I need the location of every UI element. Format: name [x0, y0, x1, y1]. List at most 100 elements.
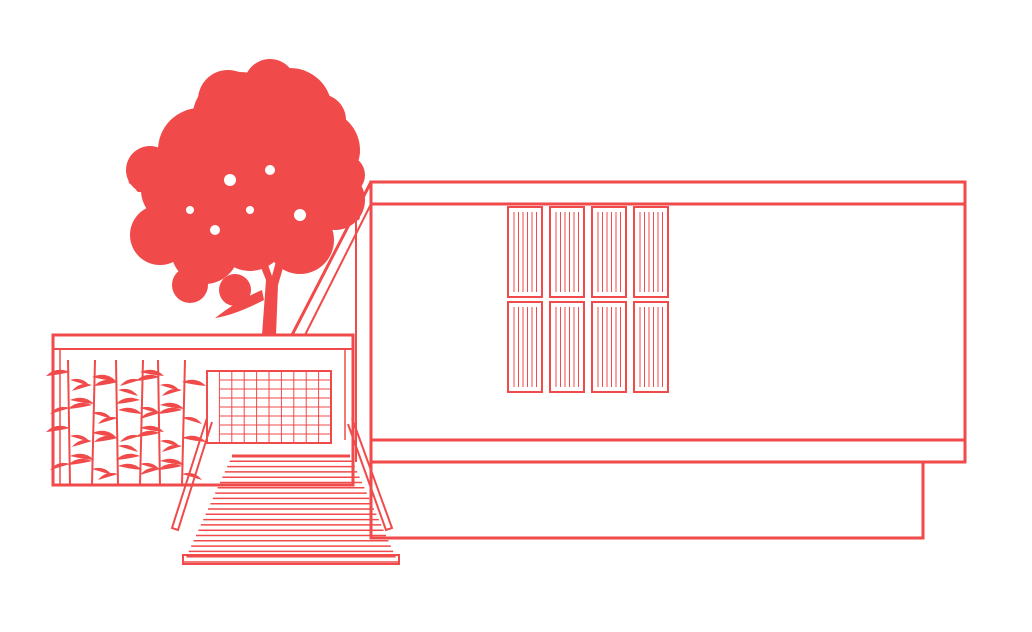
annex-volume	[51, 333, 355, 487]
bamboo-leaf	[118, 407, 142, 414]
tree-leaf-speck	[351, 148, 360, 157]
tree-canopy-cluster	[294, 94, 346, 146]
tree-canopy-gap	[210, 225, 220, 235]
tree-canopy-cluster	[172, 267, 208, 303]
bamboo-leaf	[98, 472, 118, 480]
bamboo-leaf	[72, 439, 92, 447]
bamboo-leaf	[140, 425, 164, 432]
bamboo-leaf	[92, 430, 116, 437]
tree-canopy-gap	[186, 206, 194, 214]
tree-leaf-speck	[331, 174, 340, 183]
tree-leaf-speck	[230, 207, 241, 218]
bamboo-leaf	[46, 369, 70, 376]
bamboo-leaf	[68, 402, 92, 409]
tree-leaf-speck	[171, 167, 178, 174]
tree-leaf-speck	[340, 144, 347, 151]
bamboo-leaf	[92, 467, 112, 475]
tree-leaf-speck	[248, 151, 253, 156]
house-icon	[290, 180, 967, 540]
bamboo-stalk	[139, 359, 144, 486]
tree-canopy-cluster	[198, 70, 258, 130]
left-railing	[170, 417, 213, 532]
tree-leaf-speck	[278, 161, 287, 170]
bamboo-leaf	[182, 472, 202, 480]
tree-leaf-speck	[288, 183, 292, 187]
annex-building	[51, 333, 355, 487]
bamboo-leaf	[182, 416, 202, 424]
tree-canopy-cluster	[126, 146, 174, 194]
roof-slope-outer	[290, 181, 373, 336]
louvered-window-icon	[507, 206, 669, 393]
tree-leaf-speck	[176, 175, 181, 180]
tree-leaf-speck	[308, 220, 315, 227]
tree-canopy-cluster	[244, 59, 296, 111]
tree-leaf-speck	[202, 189, 211, 198]
bamboo-leaf	[94, 379, 118, 386]
tree-leaf-speck	[273, 255, 278, 260]
bamboo-leaf	[160, 458, 184, 465]
bamboo-leaf	[118, 388, 138, 396]
bamboo-stalk	[67, 359, 71, 486]
bamboo-stalk	[115, 359, 119, 486]
louver-panel	[549, 301, 585, 393]
base-volume	[369, 460, 925, 540]
bamboo-leaf	[116, 453, 140, 460]
tree-leaf-speck	[136, 186, 143, 193]
louver-panel	[591, 206, 627, 298]
tree-leaf-speck	[323, 170, 330, 177]
stair-landing	[182, 554, 400, 565]
bamboo-leaf	[140, 467, 160, 475]
louver-panel	[591, 301, 627, 393]
tree-leaf-speck	[279, 137, 288, 146]
tree-leaf-speck	[270, 199, 281, 210]
bamboo-icon	[46, 359, 206, 486]
bamboo-leaf	[68, 458, 92, 465]
bamboo-leaf	[162, 388, 182, 396]
tree-leaf-speck	[211, 192, 218, 199]
bamboo-leaf	[182, 379, 206, 386]
tree-leaf-speck	[240, 153, 251, 164]
bamboo-leaf	[98, 416, 118, 424]
bamboo-leaf	[118, 463, 142, 470]
staircase-icon	[170, 417, 400, 565]
bamboo-leaf	[158, 463, 182, 470]
tree-leaf-speck	[285, 159, 296, 170]
tree-canopy-gap	[265, 165, 275, 175]
tree-leaf-speck	[209, 164, 216, 171]
tree-leaf-speck	[220, 134, 225, 139]
louver-panel	[507, 301, 543, 393]
bamboo-leaf	[92, 374, 116, 381]
bamboo-leaf	[92, 411, 112, 419]
bamboo-leaf	[160, 402, 184, 409]
tree-leaf-speck	[310, 214, 315, 219]
tree-leaf-speck	[257, 112, 266, 121]
bamboo-stalk	[91, 359, 96, 486]
tree-leaf-speck	[175, 128, 180, 133]
tree-canopy-gap	[224, 174, 236, 186]
tree-leaf-speck	[273, 207, 278, 212]
louver-panel	[507, 206, 543, 298]
bamboo-leaf	[136, 430, 160, 437]
tree-canopy-cluster	[219, 274, 251, 306]
tree-leaf-speck	[184, 239, 193, 248]
tree-leaf-speck	[195, 213, 202, 220]
tree-leaf-speck	[293, 185, 300, 192]
tree-canopy-gap	[294, 209, 306, 221]
louver-panel	[549, 206, 585, 298]
bamboo-leaf	[70, 397, 94, 404]
tree-leaf-speck	[169, 236, 180, 247]
bamboo-leaf	[116, 397, 140, 404]
bamboo-leaf	[162, 444, 182, 452]
bamboo-leaf	[158, 407, 182, 414]
bamboo-leaf	[120, 434, 140, 442]
bamboo-leaf	[136, 374, 160, 381]
tree-icon	[126, 59, 365, 335]
bamboo-leaf	[118, 444, 138, 452]
lattice-window-icon	[206, 370, 332, 444]
bamboo-leaf	[72, 383, 92, 391]
tree-canopy-cluster	[266, 206, 334, 274]
tree-leaf-speck	[244, 229, 255, 240]
bamboo-leaf	[46, 425, 70, 432]
